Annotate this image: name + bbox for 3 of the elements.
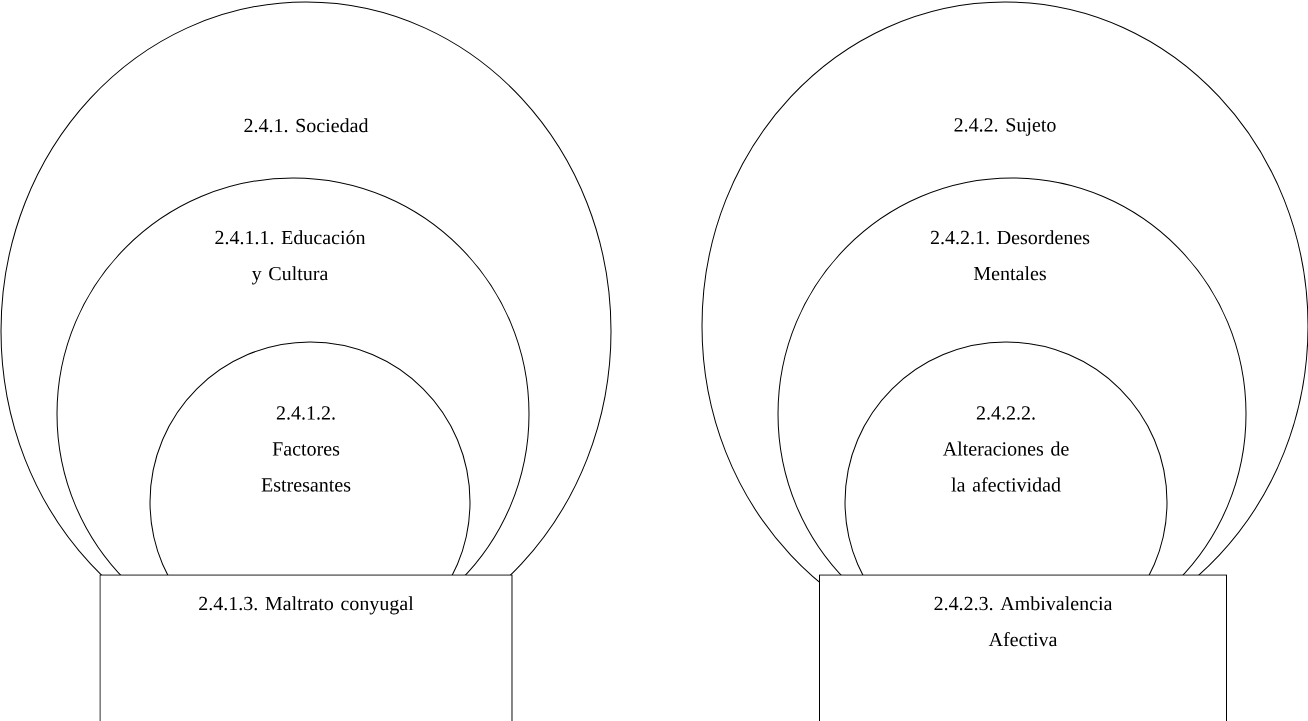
node-label: 2.4.2.3. Ambivalencia Afectiva bbox=[934, 596, 1113, 647]
text-box: 2.4.1.3. Maltrato conyugal bbox=[99, 574, 513, 721]
text-box: 2.4.2.3. Ambivalencia Afectiva bbox=[819, 574, 1227, 721]
